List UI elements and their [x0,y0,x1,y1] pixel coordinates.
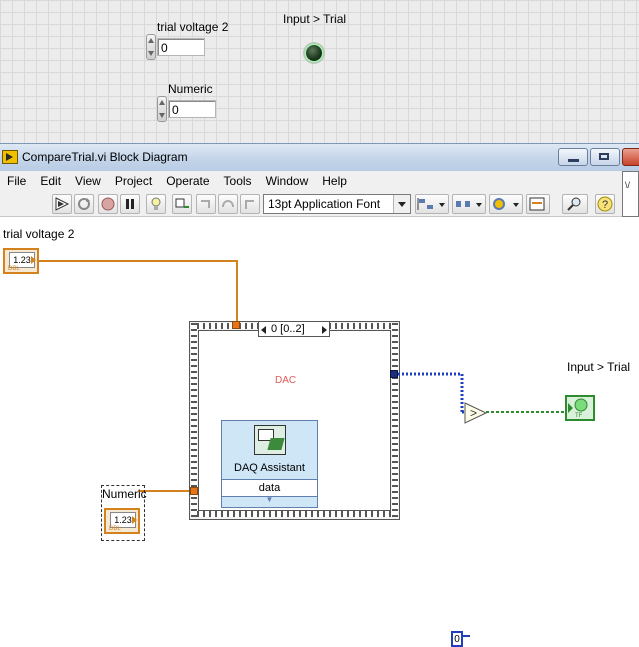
terminal-label-numeric: Numeric [102,487,147,501]
align-objects-icon[interactable] [415,194,449,214]
front-panel: trial voltage 2 0 Input > Trial Numeric … [0,0,639,143]
daq-data-input[interactable]: data [222,479,317,497]
wire[interactable] [398,367,478,417]
menu-bar: File Edit View Project Operate Tools Win… [0,171,639,191]
increment-decrement-icon[interactable] [157,96,167,122]
distribute-objects-icon[interactable] [452,194,486,214]
retain-wire-values-icon[interactable] [172,194,192,214]
input-tunnel[interactable] [190,487,198,495]
terminal-label-trial-voltage: trial voltage 2 [3,227,75,241]
decrement-icon[interactable] [261,326,266,334]
abort-icon[interactable] [98,194,118,214]
font-select-value: 13pt Application Font [268,197,381,211]
svg-text:>: > [470,406,477,420]
pause-icon[interactable] [120,194,140,214]
toolbar: 13pt Application Font ? [0,191,639,217]
search-icon[interactable] [562,194,588,214]
step-into-icon [196,194,216,214]
greater-than-function[interactable]: > [464,402,488,424]
highlight-execution-icon[interactable] [146,194,166,214]
numeric-control[interactable]: 0 [157,96,216,122]
font-select[interactable]: 13pt Application Font [263,194,411,214]
output-tunnel[interactable] [390,370,398,378]
terminal-type: DBL [8,266,20,272]
trial-voltage-input[interactable]: 0 [157,38,205,56]
indicator-terminal-label: Input > Trial [567,360,631,374]
numeric-label: Numeric [168,82,213,96]
trial-voltage-label: trial voltage 2 [157,20,229,34]
window-title: CompareTrial.vi Block Diagram [22,150,188,164]
trial-voltage-terminal[interactable]: 1.23 DBL [3,248,39,274]
reorder-icon[interactable] [489,194,523,214]
step-over-icon [218,194,238,214]
wire[interactable] [138,490,194,492]
svg-text:\/: \/ [625,180,631,190]
terminal-type: DBL [109,526,121,532]
input-tunnel[interactable] [232,321,240,329]
daq-assistant-title: DAQ Assistant [234,462,305,474]
svg-text:?: ? [602,199,608,211]
step-out-icon [240,194,260,214]
chevron-down-icon[interactable] [393,195,410,213]
menu-operate[interactable]: Operate [166,174,210,188]
trial-voltage-control[interactable]: 0 [146,34,205,60]
indicator-type: TF [575,413,583,419]
menu-edit[interactable]: Edit [40,174,62,188]
window-titlebar[interactable]: CompareTrial.vi Block Diagram [0,143,639,171]
menu-help[interactable]: Help [322,174,347,188]
wire[interactable] [236,260,238,326]
context-help-panel: \/ [622,171,639,217]
menu-tools[interactable]: Tools [223,174,252,188]
led-indicator [305,44,323,62]
numeric-terminal-selection [101,485,145,541]
film-border-bottom [191,511,398,517]
sequence-selector-label: 0 [0..2] [271,323,305,335]
film-border-left [191,323,197,517]
daq-assistant-express-vi[interactable]: DAQ Assistant data ▼ [221,420,318,508]
indicator-label: Input > Trial [283,12,347,26]
menu-file[interactable]: File [7,174,27,188]
run-continuously-icon[interactable] [74,194,94,214]
daq-assistant-icon [254,425,286,455]
expand-arrow-icon[interactable]: ▼ [265,495,274,504]
minimize-button[interactable] [558,148,588,166]
increment-icon[interactable] [322,326,327,334]
cleanup-diagram-icon[interactable] [526,194,550,214]
run-arrow-icon[interactable] [52,194,72,214]
menu-view[interactable]: View [75,174,101,188]
numeric-terminal[interactable]: 1.23 DBL [104,508,140,534]
film-border-right [392,323,398,517]
sequence-selector[interactable]: 0 [0..2] [258,321,330,337]
restore-button[interactable] [590,148,620,166]
block-diagram: trial voltage 2 1.23 DBL Numeric 1.23 DB… [0,217,639,647]
output-arrow-icon [31,256,36,264]
wire[interactable] [38,260,238,262]
wire[interactable] [462,631,470,641]
numeric-input[interactable]: 0 [168,100,216,118]
close-button[interactable] [622,148,639,166]
output-arrow-icon [132,516,137,524]
menu-project[interactable]: Project [114,174,153,188]
labview-vi-icon [2,150,18,164]
input-greater-trial-indicator-terminal[interactable]: TF [565,395,595,421]
menu-window[interactable]: Window [265,174,309,188]
terminal-value: 1.23 [9,252,35,268]
increment-decrement-icon[interactable] [146,34,156,60]
dac-label: DAC [275,375,297,386]
help-icon[interactable]: ? [595,194,615,214]
